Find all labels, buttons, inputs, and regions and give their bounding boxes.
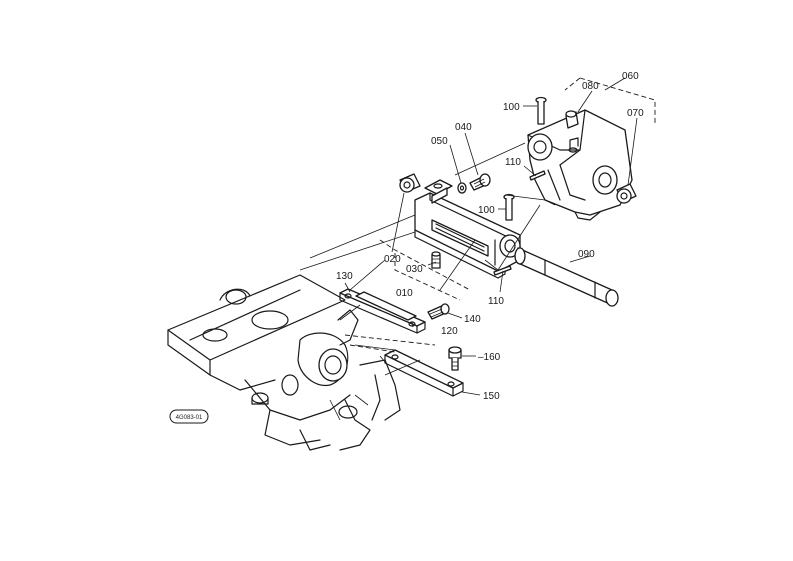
- plate-150: [384, 349, 464, 397]
- spring-pin-110-lower: [493, 265, 512, 276]
- callout-140: 140: [464, 314, 481, 325]
- bushing-070: [616, 183, 637, 204]
- callout-130: 130: [336, 271, 353, 282]
- washer-050: [457, 182, 467, 194]
- callout-070: 070: [627, 108, 644, 119]
- fitting-080: [565, 110, 579, 129]
- callout-010: 010: [396, 288, 413, 299]
- pin-100-upper: [535, 96, 547, 125]
- bracket-060: [527, 109, 633, 221]
- shaft-090: [514, 247, 619, 307]
- callout-050: 050: [431, 136, 448, 147]
- callout-160: –160: [478, 352, 501, 363]
- bracket-010: [414, 179, 521, 279]
- callout-labels: 060 080 070 100 040 050 110 100 020 030 …: [336, 71, 644, 402]
- bolt-160: [448, 346, 462, 371]
- bolt-040: [469, 173, 491, 191]
- pin-100-lower: [503, 193, 515, 221]
- callout-080: 080: [582, 81, 599, 92]
- callout-110-lower: 110: [488, 296, 504, 307]
- dashed-guide-lines: [299, 77, 656, 376]
- spring-pin-110-upper: [529, 170, 546, 181]
- fitting-030: [431, 251, 441, 269]
- callout-150: 150: [483, 391, 500, 402]
- leader-lines: [344, 77, 638, 396]
- figure-reference-badge: 4G083-01: [169, 409, 209, 424]
- callout-110-upper: 110: [505, 157, 521, 168]
- callout-040: 040: [455, 122, 472, 133]
- figure-code: 4G083-01: [176, 415, 203, 421]
- callout-090: 090: [578, 249, 595, 260]
- callout-100-lower: 100: [478, 205, 495, 216]
- bolt-140: [427, 303, 450, 320]
- callout-060: 060: [622, 71, 639, 82]
- callout-020: 020: [384, 254, 401, 265]
- callout-120: 120: [441, 326, 458, 337]
- callout-030: 030: [406, 264, 423, 275]
- engine-block: [167, 274, 401, 451]
- pad-120: [355, 291, 417, 321]
- bushing-020: [399, 173, 421, 193]
- callout-100-upper: 100: [503, 102, 520, 113]
